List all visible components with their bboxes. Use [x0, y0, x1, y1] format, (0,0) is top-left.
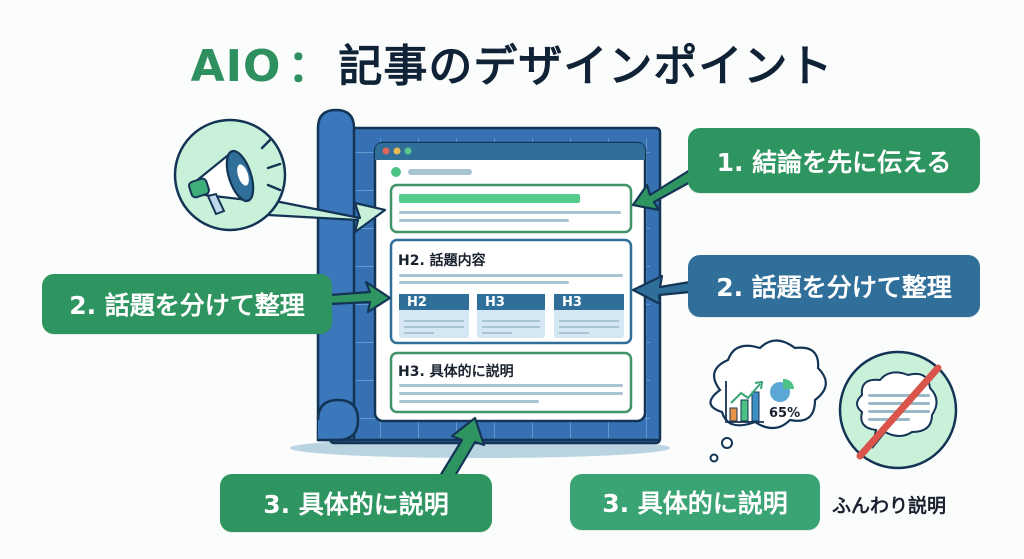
- label-be-specific-right: 3. 具体的に説明: [570, 474, 820, 530]
- topic-card: [389, 238, 633, 345]
- arrow-organize-right: [631, 274, 692, 306]
- megaphone-icon: [188, 138, 282, 216]
- title-main: 記事のデザインポイント: [338, 41, 834, 92]
- subsection-h2: H2: [399, 294, 469, 310]
- label-be-specific-left: 3. 具体的に説明: [220, 474, 492, 532]
- topic-card-heading: H2. 話題内容: [398, 253, 486, 269]
- window-close-dot: [382, 147, 390, 155]
- detail-card: [389, 351, 633, 414]
- page-title: AIO：記事のデザインポイント: [0, 30, 1024, 94]
- arrow-specific: [438, 416, 486, 478]
- detail-card-heading: H3. 具体的に説明: [398, 364, 514, 380]
- subsection-h3-b: H3: [554, 294, 624, 310]
- window-min-dot: [393, 147, 401, 155]
- label-conclusion-first: 1. 結論を先に伝える: [688, 128, 980, 193]
- subsection-h3-a: H3: [477, 294, 545, 310]
- megaphone-callout: [173, 118, 387, 234]
- pie-chart-icon: [770, 378, 795, 402]
- thought-bubble: [709, 339, 827, 463]
- title-separator: ：: [287, 41, 333, 92]
- title-accent: AIO: [190, 41, 282, 92]
- conclusion-card: [389, 183, 633, 234]
- label-organize-left: 2. 話題を分けて整理: [42, 274, 332, 334]
- percent-value: 65%: [769, 406, 801, 421]
- prohibited-speech-icon: [838, 350, 958, 470]
- arrow-conclusion: [631, 168, 696, 212]
- bar-chart-icon: [725, 380, 764, 423]
- arrow-organize-left: [328, 280, 392, 314]
- vague-explanation-caption: ふんわり説明: [832, 495, 947, 517]
- label-organize-right: 2. 話題を分けて整理: [688, 255, 980, 317]
- window-max-dot: [404, 147, 412, 155]
